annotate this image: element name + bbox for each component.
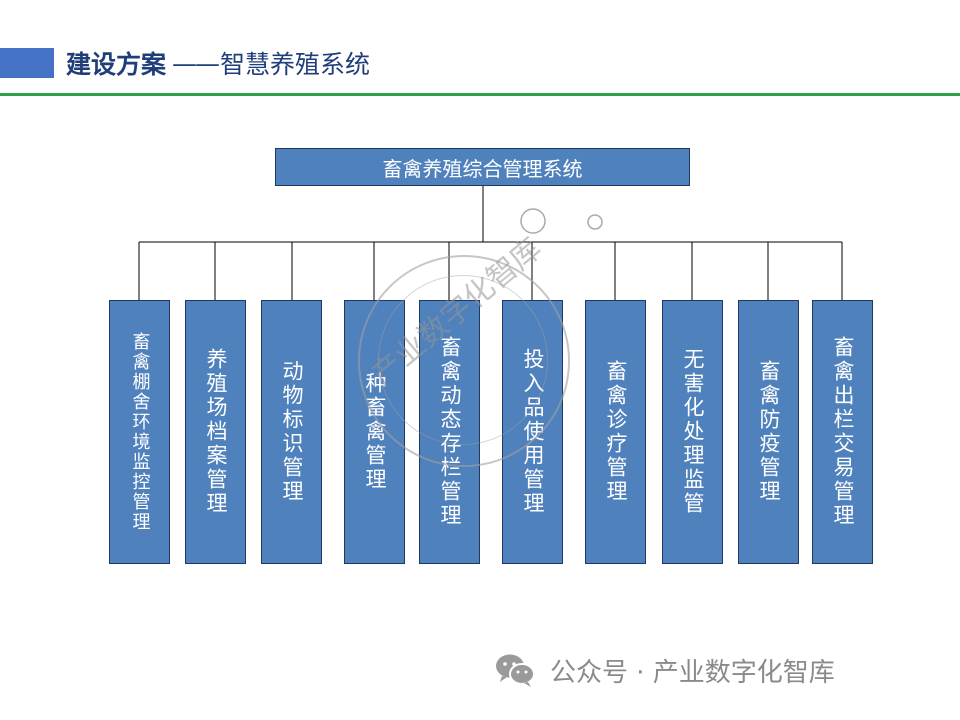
module-node-8: 无害化处理监管	[662, 300, 723, 564]
header-divider	[0, 93, 960, 96]
root-node-label: 畜禽养殖综合管理系统	[382, 156, 583, 181]
module-node-7: 畜禽诊疗管理	[585, 300, 646, 564]
module-node-1: 畜禽棚舍环境监控管理	[109, 300, 170, 564]
module-label-9: 畜禽防疫管理	[757, 360, 781, 504]
page-title-sub: 智慧养殖系统	[220, 50, 371, 79]
decor-circle-small	[587, 214, 603, 230]
module-node-2: 养殖场档案管理	[185, 300, 246, 564]
footer-text: 公众号 · 产业数字化智库	[550, 657, 835, 688]
module-label-7: 畜禽诊疗管理	[604, 360, 628, 504]
module-label-3: 动物标识管理	[280, 360, 304, 504]
root-node: 畜禽养殖综合管理系统	[275, 148, 690, 186]
module-label-10: 畜禽出栏交易管理	[831, 336, 855, 528]
page-title-dash: ——	[172, 48, 220, 78]
decor-circle-large	[520, 208, 546, 234]
module-label-2: 养殖场档案管理	[204, 348, 228, 516]
watermark-ring-inner	[378, 275, 548, 445]
header-accent-bar	[0, 48, 54, 78]
wechat-icon	[496, 654, 535, 687]
page-title: 建设方案 —— 智慧养殖系统	[66, 46, 370, 80]
module-label-1: 畜禽棚舍环境监控管理	[129, 332, 151, 532]
page-title-main: 建设方案	[66, 50, 167, 79]
module-node-3: 动物标识管理	[261, 300, 322, 564]
module-node-10: 畜禽出栏交易管理	[812, 300, 873, 564]
module-label-8: 无害化处理监管	[681, 348, 705, 516]
module-node-9: 畜禽防疫管理	[738, 300, 799, 564]
footer-credit: 公众号 · 产业数字化智库	[494, 650, 835, 690]
watermark-ring-outer	[358, 255, 570, 467]
